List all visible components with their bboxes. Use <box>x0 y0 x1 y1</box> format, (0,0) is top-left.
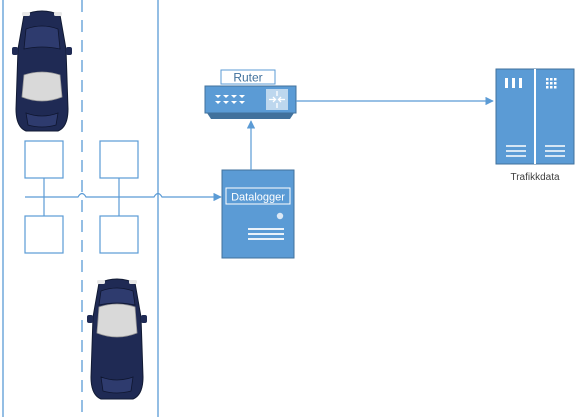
car-icon <box>12 10 72 132</box>
car-icon <box>87 278 147 400</box>
datalogger-label: Datalogger <box>231 192 285 204</box>
sensor-loop <box>24 140 64 179</box>
router-label-box <box>220 69 276 85</box>
server-label: Trafikkdata <box>510 172 560 183</box>
road <box>2 0 159 417</box>
router-port-icons <box>215 95 245 104</box>
server-icon <box>495 68 575 165</box>
datalogger-label-box <box>225 187 291 205</box>
datalogger-led-icon <box>276 212 284 220</box>
sensor-loop <box>99 140 139 179</box>
sensor-loop <box>24 215 64 254</box>
sensor-to-datalogger-line <box>25 192 222 202</box>
router-label: Ruter <box>233 71 262 85</box>
router-switch-icon <box>266 89 288 110</box>
sensor-loop <box>99 215 139 254</box>
datalogger-device: Datalogger <box>221 169 295 259</box>
sensor-loops <box>24 140 139 254</box>
router-device: Ruter <box>204 69 297 119</box>
